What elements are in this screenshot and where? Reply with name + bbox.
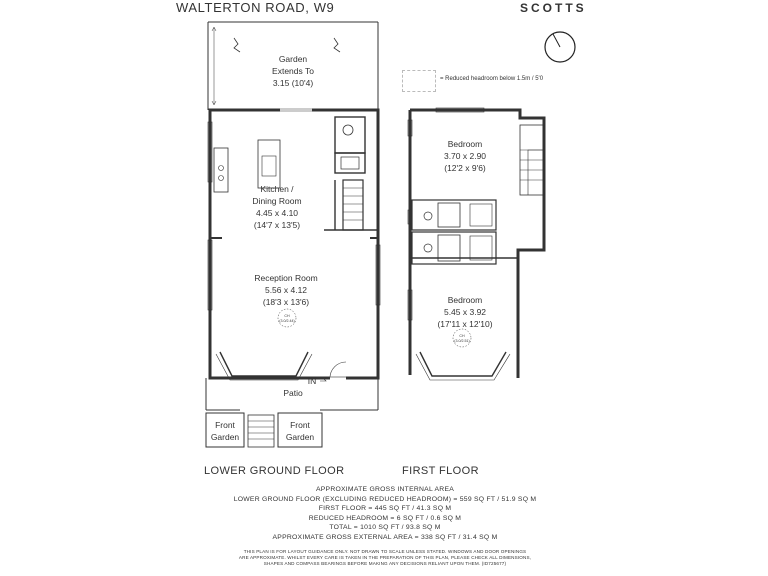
- floor-label-lower-ground: LOWER GROUND FLOOR: [204, 465, 345, 477]
- svg-text:Garden: Garden: [211, 432, 240, 442]
- svg-text:(18'3 x 13'6): (18'3 x 13'6): [263, 297, 309, 307]
- area-line: APPROXIMATE GROSS EXTERNAL AREA = 338 SQ…: [272, 533, 498, 541]
- address-title: WALTERTON ROAD, W9: [176, 0, 335, 15]
- svg-text:Bedroom: Bedroom: [448, 295, 483, 305]
- room-label-front-garden-right: Front Garden: [286, 420, 315, 442]
- area-line: TOTAL = 1010 SQ FT / 93.8 SQ M: [329, 524, 441, 532]
- room-label-bedroom-upper: Bedroom 3.70 x 2.90 (12'2 x 9'6): [444, 139, 486, 173]
- ceiling-height-marker-first: CH (3.0/2.51): [454, 334, 469, 343]
- svg-text:Front: Front: [290, 420, 310, 430]
- svg-text:Kitchen /: Kitchen /: [260, 184, 294, 194]
- disclaimer: THIS PLAN IS FOR LAYOUT GUIDANCE ONLY. N…: [190, 549, 580, 567]
- disclaimer-line: THIS PLAN IS FOR LAYOUT GUIDANCE ONLY. N…: [243, 549, 527, 554]
- svg-text:5.56 x 4.12: 5.56 x 4.12: [265, 285, 307, 295]
- disclaimer-line: SHAPES AND COMPASS BEARINGS BEFORE MAKIN…: [263, 561, 507, 566]
- svg-text:Garden: Garden: [279, 54, 308, 64]
- svg-text:(3.0/2.44): (3.0/2.44): [279, 319, 294, 323]
- ceiling-height-marker-lower: CH (3.0/2.44): [279, 314, 294, 323]
- entrance-label: IN: [308, 376, 317, 386]
- svg-text:CH: CH: [284, 314, 290, 318]
- floor-label-first: FIRST FLOOR: [402, 465, 479, 477]
- svg-text:5.45 x 3.92: 5.45 x 3.92: [444, 307, 486, 317]
- svg-text:Dining Room: Dining Room: [252, 196, 301, 206]
- svg-text:Front: Front: [215, 420, 235, 430]
- area-line: APPROXIMATE GROSS INTERNAL AREA: [315, 486, 455, 493]
- compass-icon: [544, 31, 576, 63]
- svg-text:(14'7 x 13'5): (14'7 x 13'5): [254, 220, 300, 230]
- reduced-headroom-legend-swatch: [402, 70, 436, 92]
- brand-logo: SCOTTS: [520, 1, 587, 15]
- lower-ground-floor-plan: [205, 21, 381, 448]
- first-floor-plan: [407, 107, 546, 381]
- room-label-bedroom-lower: Bedroom 5.45 x 3.92 (17'11 x 12'10): [437, 295, 492, 329]
- area-line: LOWER GROUND FLOOR (EXCLUDING REDUCED HE…: [233, 495, 537, 503]
- svg-text:CH: CH: [459, 334, 465, 338]
- room-label-front-garden-left: Front Garden: [211, 420, 240, 442]
- svg-text:3.70 x 2.90: 3.70 x 2.90: [444, 151, 486, 161]
- svg-text:Extends To: Extends To: [272, 66, 314, 76]
- svg-text:3.15 (10'4): 3.15 (10'4): [273, 78, 314, 88]
- room-label-reception: Reception Room 5.56 x 4.12 (18'3 x 13'6): [254, 273, 317, 307]
- area-line: FIRST FLOOR = 445 SQ FT / 41.3 SQ M: [318, 505, 452, 513]
- room-label-kitchen: Kitchen / Dining Room 4.45 x 4.10 (14'7 …: [252, 184, 301, 230]
- svg-text:(3.0/2.51): (3.0/2.51): [454, 339, 469, 343]
- room-label-patio: Patio: [283, 388, 303, 398]
- svg-text:(17'11 x 12'10): (17'11 x 12'10): [437, 319, 492, 329]
- area-line: REDUCED HEADROOM = 6 SQ FT / 0.6 SQ M: [308, 514, 462, 522]
- disclaimer-line: ARE APPROXIMATE. WHILST EVERY CARE IS TA…: [238, 555, 532, 560]
- svg-text:Garden: Garden: [286, 432, 315, 442]
- svg-text:4.45 x 4.10: 4.45 x 4.10: [256, 208, 298, 218]
- svg-text:Bedroom: Bedroom: [448, 139, 483, 149]
- room-label-garden: Garden Extends To 3.15 (10'4): [272, 54, 314, 88]
- svg-text:Reception Room: Reception Room: [254, 273, 317, 283]
- svg-text:(12'2 x 9'6): (12'2 x 9'6): [444, 163, 486, 173]
- area-summary: APPROXIMATE GROSS INTERNAL AREA LOWER GR…: [140, 485, 630, 543]
- reduced-headroom-legend-text: = Reduced headroom below 1.5m / 5'0: [440, 76, 544, 82]
